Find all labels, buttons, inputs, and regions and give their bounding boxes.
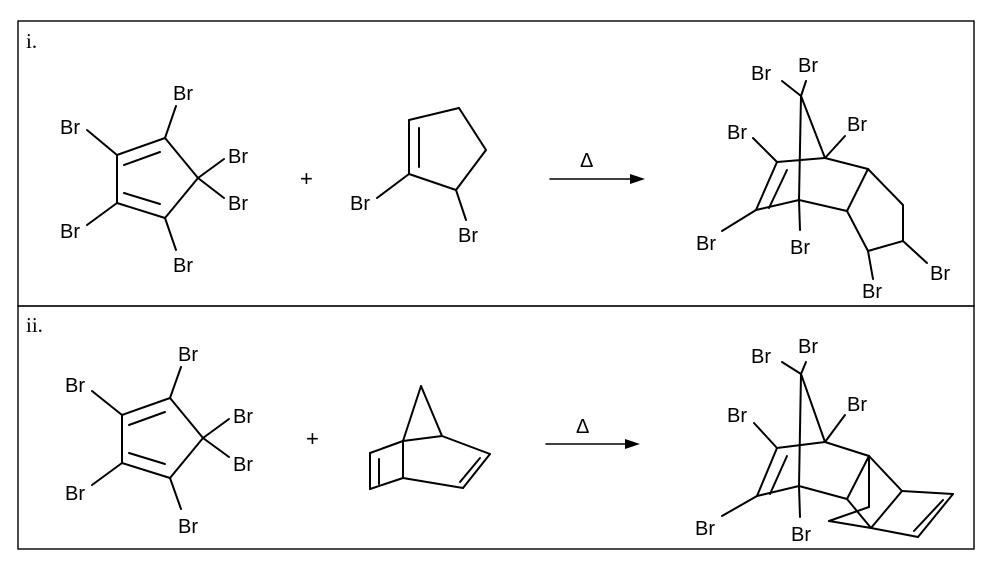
bromine-label: Br xyxy=(790,237,810,259)
product-bonds xyxy=(721,80,928,280)
substituent-bonds xyxy=(86,105,225,251)
bromine-label: Br xyxy=(727,405,747,427)
bromine-label: Br xyxy=(847,114,867,136)
panel-ii-reactant-hexabromocyclopentadiene: Br Br Br Br Br Br xyxy=(65,344,253,538)
panel-ii: ii. Br Br Br Br xyxy=(17,305,975,550)
bromine-label: Br xyxy=(65,483,85,505)
panel-i-label: i. xyxy=(26,29,37,53)
panel-ii-frame xyxy=(17,305,975,550)
panel-i-frame xyxy=(17,20,975,307)
ring-bonds xyxy=(121,397,204,479)
bromine-label: Br xyxy=(695,518,715,540)
bromine-label: Br xyxy=(233,406,253,428)
ring-bonds xyxy=(116,137,199,219)
bromine-label: Br xyxy=(458,225,478,247)
bromine-label: Br xyxy=(173,255,193,277)
heat-symbol: Δ xyxy=(580,150,593,172)
substituent-bonds xyxy=(91,366,230,510)
bromine-label: Br xyxy=(178,344,198,366)
bromine-label: Br xyxy=(798,336,818,358)
panel-ii-reactant-norbornadiene xyxy=(369,385,491,490)
bromine-label: Br xyxy=(173,83,193,105)
panel-i: i. Br Br Br Br xyxy=(17,20,975,307)
bromine-label: Br xyxy=(847,394,867,416)
bromine-label: Br xyxy=(798,55,818,77)
plus-sign: + xyxy=(300,166,313,191)
bromine-label: Br xyxy=(60,221,80,243)
panel-i-product: Br Br Br Br Br Br Br Br xyxy=(696,55,950,303)
bromine-label: Br xyxy=(727,122,747,144)
bromine-label: Br xyxy=(350,193,370,215)
plus-sign: + xyxy=(306,426,319,451)
panel-i-reactant-dibromocyclopentene: Br Br xyxy=(350,107,487,247)
arrow-head xyxy=(630,174,645,184)
bromine-label: Br xyxy=(751,346,771,368)
bromine-label: Br xyxy=(862,281,882,303)
bromine-label: Br xyxy=(751,63,771,85)
panel-i-reactant-hexabromocyclopentadiene: Br Br Br Br Br Br xyxy=(60,83,248,277)
heat-symbol: Δ xyxy=(576,416,589,438)
bromine-label: Br xyxy=(233,454,253,476)
product-bonds xyxy=(721,361,954,538)
arrow-head xyxy=(625,439,640,449)
bromine-label: Br xyxy=(228,146,248,168)
panel-ii-label: ii. xyxy=(26,313,43,337)
panel-i-reaction-arrow: Δ xyxy=(549,150,645,184)
bromine-label: Br xyxy=(696,233,716,255)
panel-ii-reaction-arrow: Δ xyxy=(545,416,640,449)
bromine-label: Br xyxy=(228,193,248,215)
bromine-label: Br xyxy=(60,117,80,139)
bromine-label: Br xyxy=(178,516,198,538)
bromine-label: Br xyxy=(791,524,811,546)
bromine-label: Br xyxy=(65,375,85,397)
panel-ii-product: Br Br Br Br Br Br xyxy=(695,336,954,546)
bromine-label: Br xyxy=(930,263,950,285)
